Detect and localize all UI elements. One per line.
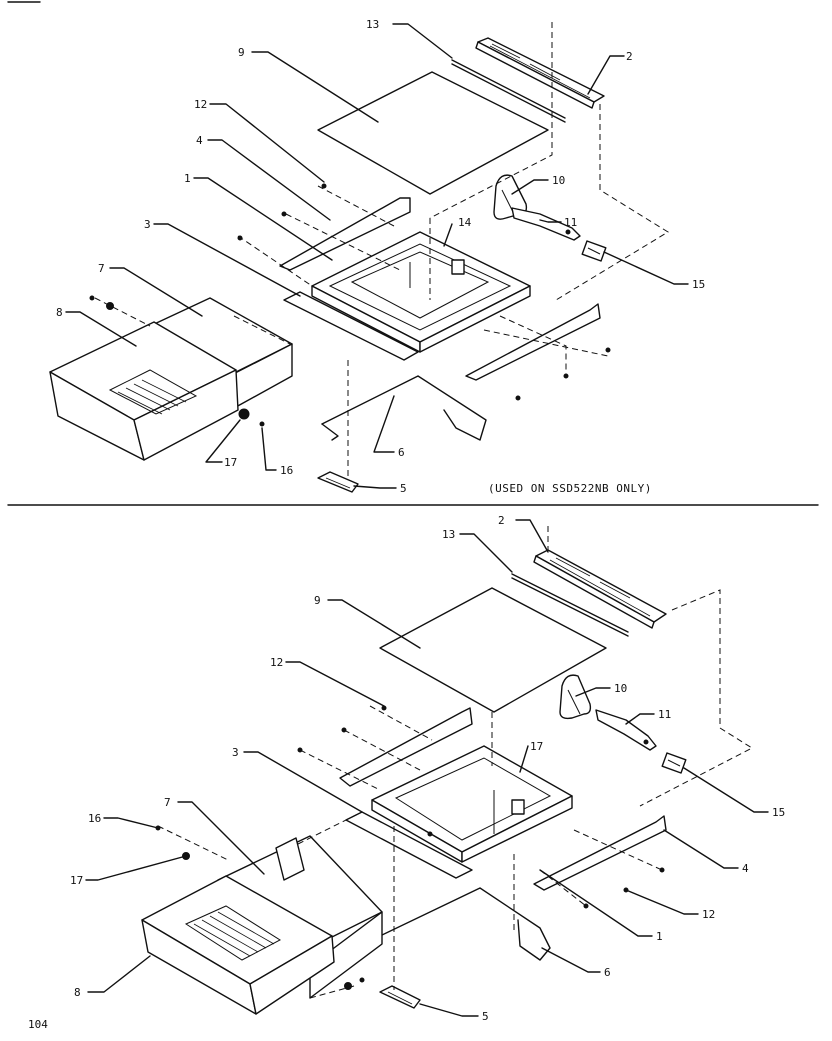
part-4-side-rail-right xyxy=(533,815,667,891)
bottom-callout-3: 3 xyxy=(232,746,239,759)
bottom-callout-10: 10 xyxy=(614,682,627,695)
top-callout-13: 13 xyxy=(366,18,379,31)
part-12-side-rail-left xyxy=(339,707,473,787)
part-13-trim-strip xyxy=(451,59,566,123)
bottom-callout-1: 1 xyxy=(656,930,663,943)
top-callout-8: 8 xyxy=(56,306,63,319)
top-callout-1: 1 xyxy=(184,172,191,185)
bottom-callout-5: 5 xyxy=(482,1010,489,1023)
bottom-leader-lines xyxy=(85,519,769,1017)
top-callout-5: 5 xyxy=(400,482,407,495)
part-9-glass-shelf xyxy=(317,71,549,195)
top-callout-6: 6 xyxy=(398,446,405,459)
bottom-callout-7: 7 xyxy=(164,796,171,809)
top-callout-11: 11 xyxy=(564,216,577,229)
top-callout-2: 2 xyxy=(626,50,633,63)
top-callout-17: 17 xyxy=(224,456,237,469)
top-callout-16: 16 xyxy=(280,464,293,477)
part-4-side-rail-right xyxy=(465,303,601,381)
part-9-glass-shelf xyxy=(379,587,607,713)
bottom-callout-6: 6 xyxy=(604,966,611,979)
top-callout-3: 3 xyxy=(144,218,151,231)
bottom-callout-17b: 17 xyxy=(530,740,543,753)
top-panel: 13 2 9 12 4 1 3 7 8 10 11 14 15 17 16 6 … xyxy=(49,18,705,495)
part-11-slide-arm xyxy=(595,709,657,751)
bottom-callout-2: 2 xyxy=(498,514,505,527)
part-6-support-bracket xyxy=(379,887,551,961)
bottom-callout-9: 9 xyxy=(314,594,321,607)
part-5-slide xyxy=(379,985,421,1009)
part-3-front-trim xyxy=(283,291,419,361)
bottom-callout-15: 15 xyxy=(772,806,785,819)
top-leader-lines xyxy=(65,23,689,489)
bottom-assembly-lines xyxy=(157,526,754,999)
model-usage-note: (USED ON SSD522NB ONLY) xyxy=(488,482,652,495)
part-2-rail xyxy=(475,37,605,109)
bottom-callouts: 2 13 9 12 3 7 16 17 8 10 11 17 15 4 12 1… xyxy=(70,514,785,1023)
bottom-callout-12a: 12 xyxy=(270,656,283,669)
part-8-drawer-front xyxy=(49,321,239,461)
bottom-callout-17a: 17 xyxy=(70,874,83,887)
bottom-callout-16: 16 xyxy=(88,812,101,825)
top-callout-15: 15 xyxy=(692,278,705,291)
top-callout-10: 10 xyxy=(552,174,565,187)
top-callout-14: 14 xyxy=(458,216,472,229)
part-2-rail xyxy=(533,549,667,629)
bottom-callout-8: 8 xyxy=(74,986,81,999)
part-15-hinge xyxy=(581,240,607,262)
part-1-cover-frame xyxy=(371,745,573,863)
top-callout-4: 4 xyxy=(196,134,203,147)
bottom-callout-11: 11 xyxy=(658,708,671,721)
part-11-slide-arm xyxy=(511,207,581,241)
bottom-callout-13: 13 xyxy=(442,528,455,541)
bottom-panel: 2 13 9 12 3 7 16 17 8 10 11 17 15 4 12 1… xyxy=(70,514,785,1023)
part-15-hinge xyxy=(661,752,687,774)
bottom-callout-12b: 12 xyxy=(702,908,715,921)
bottom-callout-4: 4 xyxy=(742,862,749,875)
top-assembly-lines xyxy=(94,22,669,478)
part-14-tab xyxy=(451,259,465,275)
top-callout-9: 9 xyxy=(238,46,245,59)
part-1-cover-frame xyxy=(311,231,531,353)
part-4-side-rail-left xyxy=(279,197,411,271)
part-7-drawer-rear xyxy=(217,835,383,999)
part-10-bracket xyxy=(559,674,592,720)
top-callouts: 13 2 9 12 4 1 3 7 8 10 11 14 15 17 16 6 … xyxy=(56,18,705,495)
part-13-trim-strip xyxy=(511,573,629,637)
part-5-slide xyxy=(317,471,359,493)
part-6-support-bracket xyxy=(321,375,487,441)
page-number: 104 xyxy=(28,1018,48,1031)
part-8-drawer-front xyxy=(141,875,335,1015)
top-fasteners xyxy=(89,183,611,427)
top-callout-7: 7 xyxy=(98,262,105,275)
top-callout-12: 12 xyxy=(194,98,207,111)
